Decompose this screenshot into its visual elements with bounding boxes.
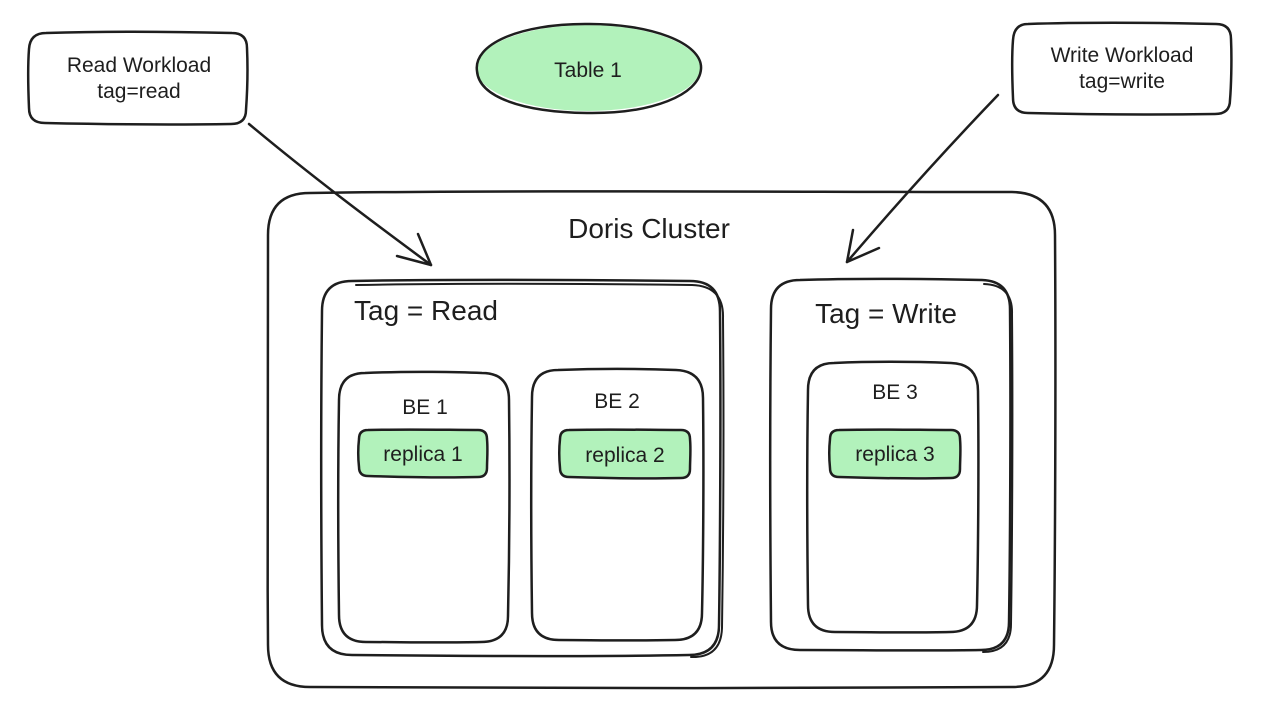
write-workload-tag: tag=write: [1079, 70, 1165, 93]
replica-3-label: replica 3: [855, 443, 934, 466]
be-2-label: BE 2: [594, 390, 640, 413]
read-workload-tag: tag=read: [97, 80, 181, 103]
table-label: Table 1: [554, 59, 622, 82]
cluster-title: Doris Cluster: [568, 213, 730, 244]
be-3-box: [806, 360, 980, 634]
doris-cluster: Doris Cluster: [266, 190, 1057, 690]
be-node: BE 2 replica 2: [530, 367, 705, 642]
table-node: Table 1: [475, 22, 703, 115]
replica-1-fill: [359, 430, 487, 476]
write-workload-title: Write Workload: [1051, 44, 1194, 67]
replica-2-label: replica 2: [585, 444, 664, 467]
write-arrow: [845, 93, 1000, 264]
read-workload-box: [27, 30, 249, 126]
replica-1-label: replica 1: [383, 443, 462, 466]
replica-3-fill: [830, 430, 960, 477]
be-node: BE 1 replica 1: [337, 370, 511, 644]
write-group-box-inner: [982, 283, 1014, 653]
be-1-box: [337, 370, 511, 644]
cluster-box: [266, 190, 1057, 690]
replica-3-box: [828, 428, 962, 480]
replica-2-fill: [560, 430, 690, 477]
write-arrow-head: [845, 228, 881, 264]
table-ellipse: [476, 25, 700, 111]
write-tag-group: Tag = Write BE 3 replica 3: [769, 277, 1014, 653]
read-group-title: Tag = Read: [354, 295, 498, 326]
read-arrow-shaft: [247, 122, 433, 267]
be-3-label: BE 3: [872, 381, 918, 404]
write-arrow-shaft: [845, 93, 1000, 264]
be-node: BE 3 replica 3: [806, 360, 980, 634]
table-ellipse-outline: [475, 22, 703, 115]
read-group-box-outer: [320, 278, 722, 658]
read-arrow-head: [395, 232, 433, 267]
read-workload-node: Read Workload tag=read: [27, 30, 249, 126]
read-tag-group: Tag = Read BE 1 replica 1 BE 2 replica 2: [320, 278, 725, 659]
replica-2-box: [558, 428, 692, 480]
write-workload-node: Write Workload tag=write: [1011, 21, 1233, 116]
be-1-label: BE 1: [402, 396, 448, 419]
read-arrow: [247, 122, 433, 267]
write-group-box-outer: [769, 277, 1012, 652]
read-group-box-inner: [355, 282, 725, 659]
read-workload-title: Read Workload: [67, 54, 211, 77]
be-2-box: [530, 367, 705, 642]
replica-1-box: [357, 428, 489, 479]
write-group-title: Tag = Write: [815, 298, 957, 329]
write-workload-box: [1011, 21, 1233, 116]
